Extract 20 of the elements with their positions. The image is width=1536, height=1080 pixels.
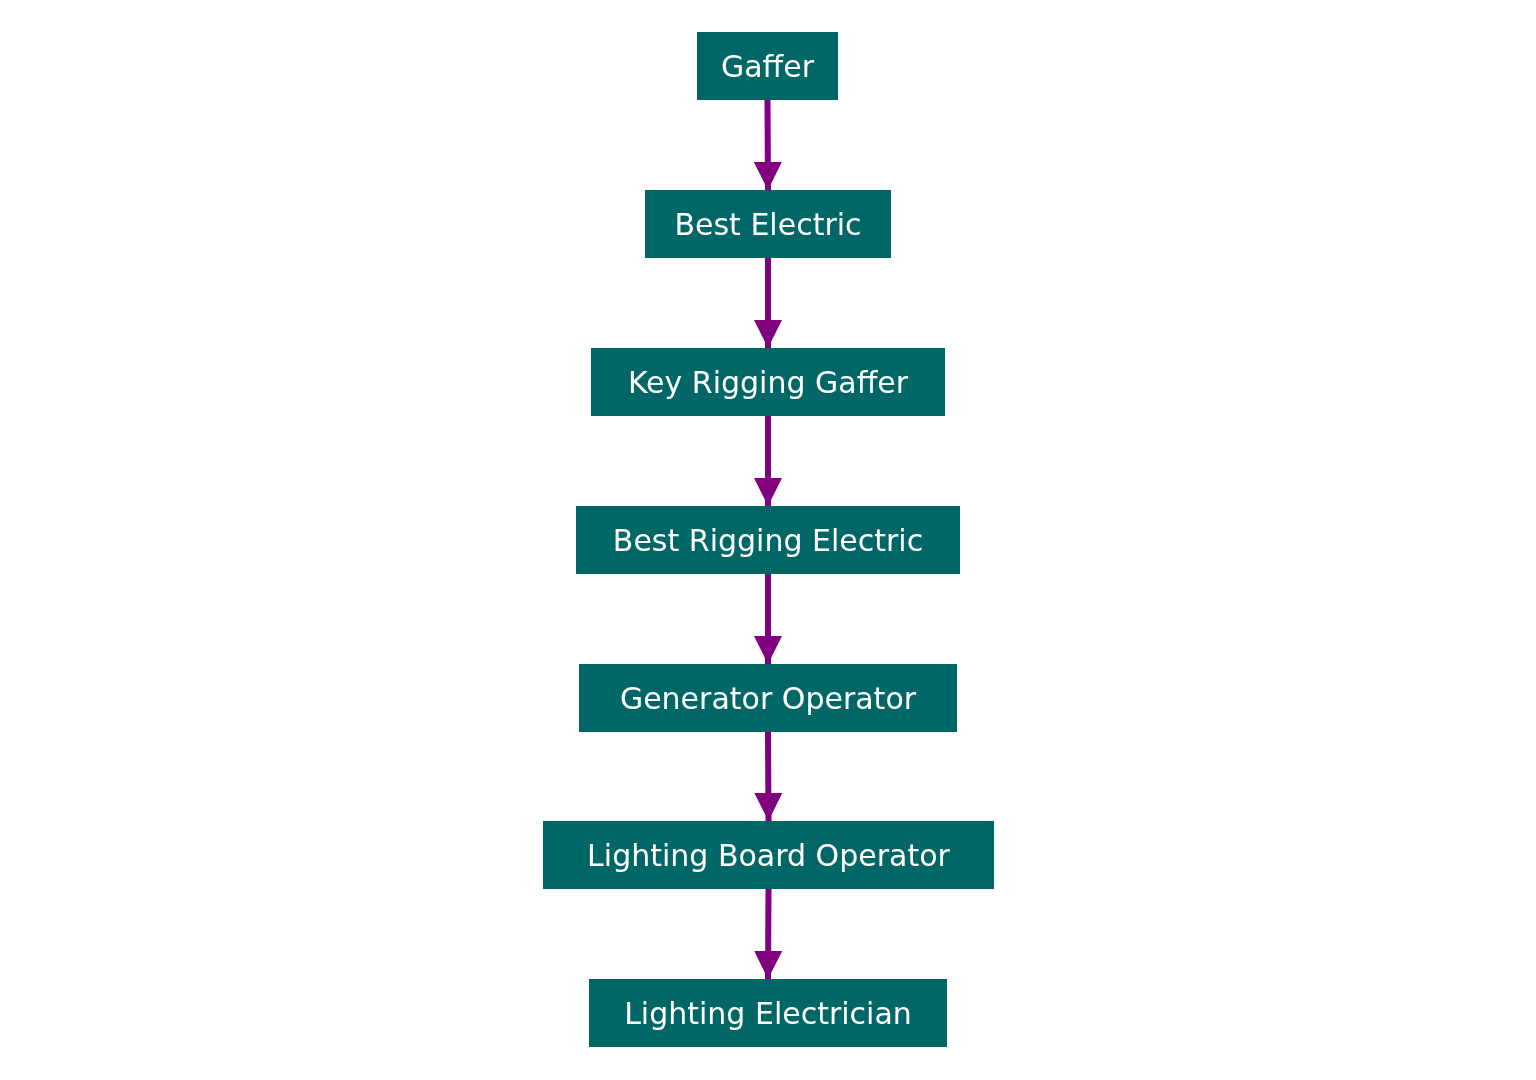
role-box <box>579 664 957 732</box>
arrow <box>754 258 782 348</box>
arrow <box>754 888 783 980</box>
arrow <box>754 416 782 506</box>
role-box <box>576 506 960 574</box>
role-label: Lighting Electrician <box>624 995 912 1031</box>
role-box <box>589 979 947 1047</box>
role-box <box>645 190 891 258</box>
role-label: Gaffer <box>720 48 815 84</box>
arrow <box>754 731 783 822</box>
role-box <box>543 821 994 889</box>
role-box <box>697 32 838 100</box>
role-label: Best Electric <box>674 206 862 242</box>
role-box <box>591 348 945 416</box>
arrow <box>753 99 782 191</box>
role-label: Lighting Board Operator <box>587 837 950 873</box>
arrow <box>754 574 782 664</box>
role-label: Generator Operator <box>619 680 917 716</box>
role-label: Best Rigging Electric <box>612 522 924 558</box>
role-label: Key Rigging Gaffer <box>627 364 909 400</box>
